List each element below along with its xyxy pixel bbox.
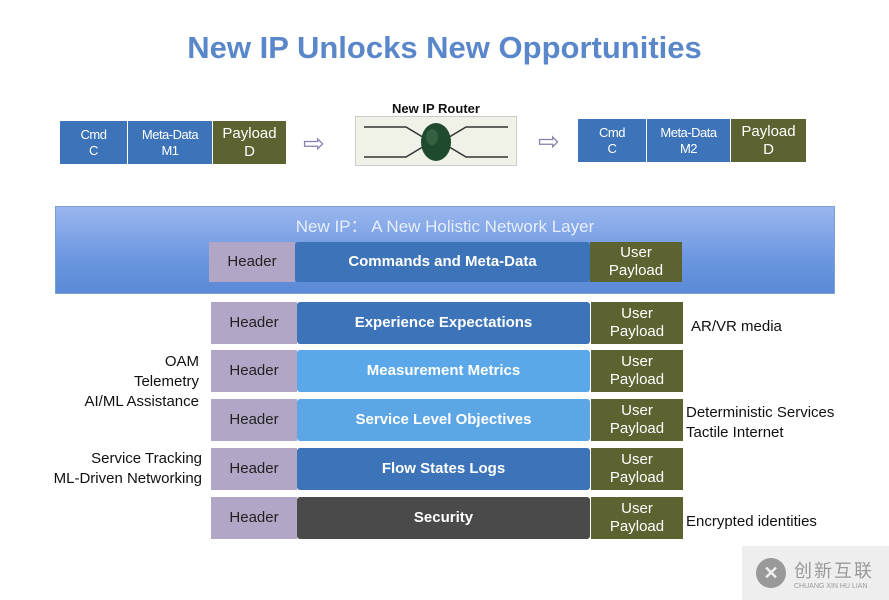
page-title: New IP Unlocks New Opportunities	[187, 30, 702, 65]
row-header: Header	[211, 497, 297, 539]
router-label: New IP Router	[392, 101, 480, 116]
row-payload: User Payload	[591, 302, 683, 344]
router-image	[355, 116, 517, 166]
watermark: ✕ 创新互联 CHUANG XIN HU LIAN	[742, 546, 889, 600]
packet-in-payload: Payload D	[213, 121, 286, 164]
watermark-cn: 创新互联	[794, 560, 874, 581]
row-main: Measurement Metrics	[297, 350, 590, 392]
band-title: New IP： A New Holistic Network Layer	[295, 217, 595, 236]
row-header: Header	[211, 302, 297, 344]
packet-in-meta: Meta-Data M1	[128, 121, 212, 164]
row-main: Experience Expectations	[297, 302, 590, 344]
packet-out-meta: Meta-Data M2	[647, 119, 730, 162]
row-header: Header	[211, 399, 297, 441]
tracking-label: Service Tracking ML-Driven Networking	[53, 450, 202, 487]
packet-out-payload: Payload D	[731, 119, 806, 162]
packet-out-cmd: Cmd C	[578, 119, 646, 162]
arvr-label: AR/VR media	[691, 318, 782, 335]
row-payload: User Payload	[591, 497, 683, 539]
row-main: Service Level Objectives	[297, 399, 590, 441]
band-commands: Commands and Meta-Data	[295, 242, 590, 282]
row-payload: User Payload	[591, 350, 683, 392]
oam-label: OAM Telemetry AI/ML Assistance	[84, 353, 200, 410]
right-arrow-icon: ⇨	[538, 126, 560, 156]
watermark-logo-icon: ✕	[756, 558, 786, 588]
band-payload: User Payload	[590, 242, 682, 282]
row-header: Header	[211, 448, 297, 490]
encrypted-label: Encrypted identities	[686, 513, 817, 530]
band-header: Header	[209, 242, 295, 282]
row-header: Header	[211, 350, 297, 392]
deterministic-label: Deterministic Services Tactile Internet	[686, 404, 835, 441]
row-main: Flow States Logs	[297, 448, 590, 490]
row-main: Security	[297, 497, 590, 539]
packet-in-cmd: Cmd C	[60, 121, 127, 164]
row-payload: User Payload	[591, 399, 683, 441]
watermark-en: CHUANG XIN HU LIAN	[794, 582, 868, 590]
right-arrow-icon: ⇨	[303, 128, 325, 158]
row-payload: User Payload	[591, 448, 683, 490]
